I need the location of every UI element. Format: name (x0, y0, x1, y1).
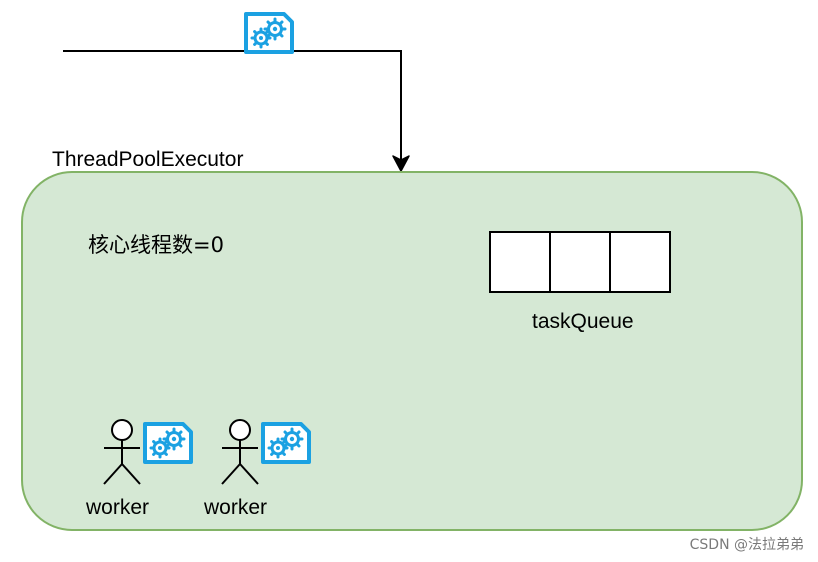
worker-1-label: worker (86, 496, 150, 519)
worker-2-label: worker (204, 496, 268, 519)
executor-title: ThreadPoolExecutor (52, 148, 244, 171)
submit-task-connector (63, 50, 410, 172)
core-thread-count: 核心线程数=0 (88, 233, 224, 257)
task-queue-slot (549, 231, 611, 293)
worker-2-gear-task-icon (261, 422, 311, 464)
incoming-gear-task-icon (244, 12, 294, 54)
csdn-watermark: CSDN @法拉弟弟 (689, 537, 804, 553)
task-queue-slot (609, 231, 671, 293)
task-queue-label: taskQueue (532, 310, 634, 333)
thread-pool-executor-container (21, 171, 803, 531)
worker-1-gear-task-icon (143, 422, 193, 464)
task-queue-slot (489, 231, 551, 293)
task-queue (489, 231, 671, 293)
